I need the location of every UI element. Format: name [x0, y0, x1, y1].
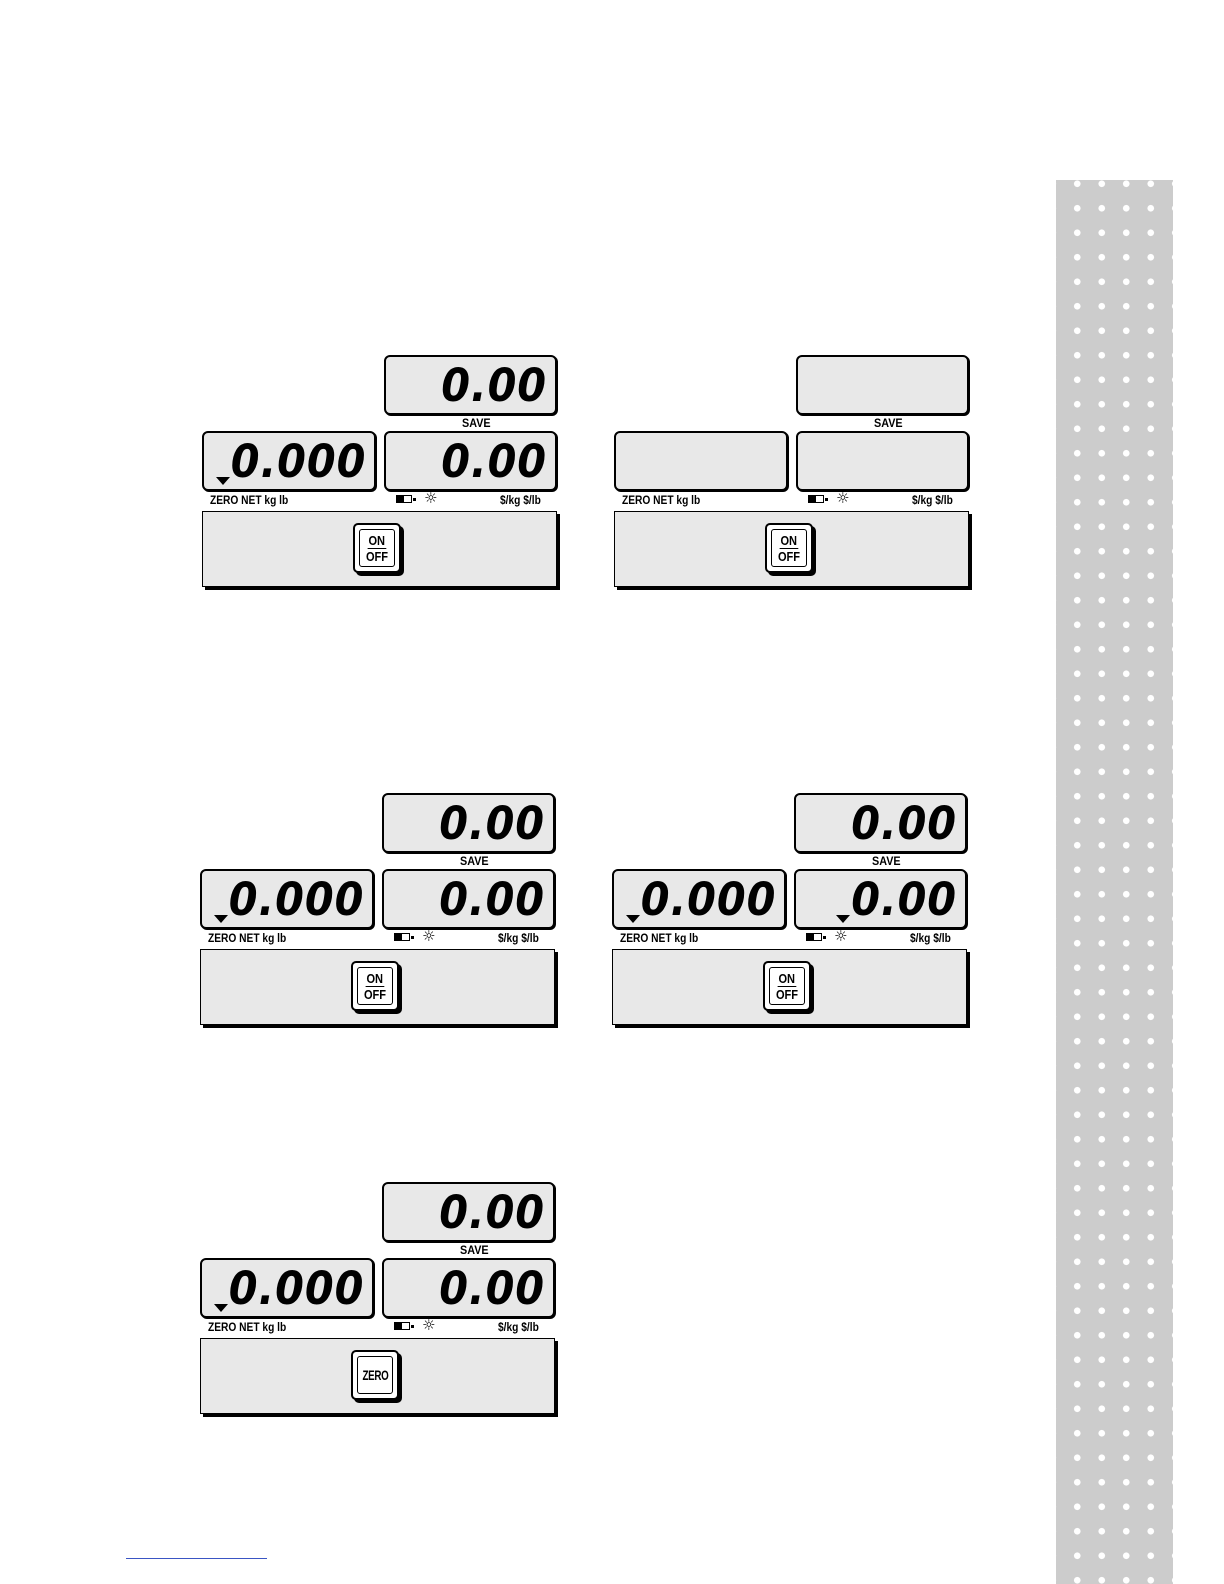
weight-value: 0.000	[230, 437, 366, 487]
on-off-key[interactable]: ON OFF	[351, 961, 399, 1011]
key-panel: ON OFF	[614, 511, 969, 587]
weight-display	[614, 431, 788, 491]
weight-value: 0.000	[640, 875, 776, 925]
off-key-label: OFF	[366, 549, 388, 564]
on-key-label: ON	[778, 971, 796, 987]
brightness-icon: ☼	[422, 927, 435, 945]
on-key-label: ON	[366, 971, 384, 987]
key-panel: ON OFF	[202, 511, 557, 587]
save-label: SAVE	[460, 1243, 489, 1257]
brightness-icon: ☼	[834, 927, 847, 945]
down-arrow-indicator	[214, 1304, 228, 1312]
on-off-key[interactable]: ON OFF	[763, 961, 811, 1011]
brightness-icon: ☼	[424, 489, 437, 507]
down-arrow-indicator	[836, 915, 850, 923]
zero-key-label: ZERO	[362, 1368, 388, 1383]
battery-icon	[808, 495, 824, 503]
weight-display: 0.000	[200, 869, 374, 929]
battery-icon	[394, 1322, 410, 1330]
price-annunciators: $/kg $/lb	[498, 931, 539, 945]
battery-icon	[396, 495, 412, 503]
weight-annunciators: ZERO NET kg lb	[208, 1320, 286, 1334]
weight-value: 0.000	[228, 1264, 364, 1314]
weight-display: 0.000	[612, 869, 786, 929]
key-panel: ZERO	[200, 1338, 555, 1414]
total-price-value: 0.00	[439, 1264, 545, 1314]
weight-annunciators: ZERO NET kg lb	[210, 493, 288, 507]
scale-display-5: 0.00 SAVE 0.000 0.00 ZERO NET kg lb ☼ $/…	[200, 1182, 560, 1422]
on-key-label: ON	[368, 533, 386, 549]
unit-price-display: 0.00	[384, 355, 557, 415]
footer-rule	[126, 1558, 267, 1559]
weight-annunciators: ZERO NET kg lb	[208, 931, 286, 945]
unit-price-display	[796, 355, 969, 415]
battery-icon	[394, 933, 410, 941]
scale-display-2: SAVE ZERO NET kg lb ☼ $/kg $/lb ON OFF	[614, 355, 974, 595]
total-price-value: 0.00	[851, 875, 957, 925]
key-panel: ON OFF	[200, 949, 555, 1025]
weight-value: 0.000	[228, 875, 364, 925]
on-off-key[interactable]: ON OFF	[353, 523, 401, 573]
save-label: SAVE	[872, 854, 901, 868]
unit-price-display: 0.00	[382, 1182, 555, 1242]
price-annunciators: $/kg $/lb	[912, 493, 953, 507]
weight-display: 0.000	[200, 1258, 374, 1318]
total-price-value: 0.00	[439, 875, 545, 925]
total-price-value: 0.00	[441, 437, 547, 487]
unit-price-display: 0.00	[794, 793, 967, 853]
brightness-icon: ☼	[422, 1316, 435, 1334]
down-arrow-indicator	[626, 915, 640, 923]
zero-key[interactable]: ZERO	[351, 1350, 399, 1400]
unit-price-value: 0.00	[851, 799, 957, 849]
weight-annunciators: ZERO NET kg lb	[622, 493, 700, 507]
down-arrow-indicator	[216, 477, 230, 485]
total-price-display: 0.00	[794, 869, 967, 929]
brightness-icon: ☼	[836, 489, 849, 507]
key-panel: ON OFF	[612, 949, 967, 1025]
weight-display: 0.000	[202, 431, 376, 491]
dotted-side-tab	[1056, 180, 1173, 1584]
down-arrow-indicator	[214, 915, 228, 923]
scale-display-3: 0.00 SAVE 0.000 0.00 ZERO NET kg lb ☼ $/…	[200, 793, 560, 1033]
total-price-display: 0.00	[384, 431, 557, 491]
unit-price-value: 0.00	[439, 799, 545, 849]
total-price-display: 0.00	[382, 1258, 555, 1318]
save-label: SAVE	[462, 416, 491, 430]
unit-price-display: 0.00	[382, 793, 555, 853]
price-annunciators: $/kg $/lb	[498, 1320, 539, 1334]
save-label: SAVE	[460, 854, 489, 868]
save-label: SAVE	[874, 416, 903, 430]
off-key-label: OFF	[776, 987, 798, 1002]
weight-annunciators: ZERO NET kg lb	[620, 931, 698, 945]
on-off-key[interactable]: ON OFF	[765, 523, 813, 573]
scale-display-1: 0.00 SAVE 0.000 0.00 ZERO NET kg lb ☼ $/…	[202, 355, 562, 595]
price-annunciators: $/kg $/lb	[910, 931, 951, 945]
off-key-label: OFF	[364, 987, 386, 1002]
unit-price-value: 0.00	[441, 361, 547, 411]
unit-price-value: 0.00	[439, 1188, 545, 1238]
scale-display-4: 0.00 SAVE 0.000 0.00 ZERO NET kg lb ☼ $/…	[612, 793, 972, 1033]
on-key-label: ON	[780, 533, 798, 549]
price-annunciators: $/kg $/lb	[500, 493, 541, 507]
off-key-label: OFF	[778, 549, 800, 564]
total-price-display	[796, 431, 969, 491]
total-price-display: 0.00	[382, 869, 555, 929]
battery-icon	[806, 933, 822, 941]
